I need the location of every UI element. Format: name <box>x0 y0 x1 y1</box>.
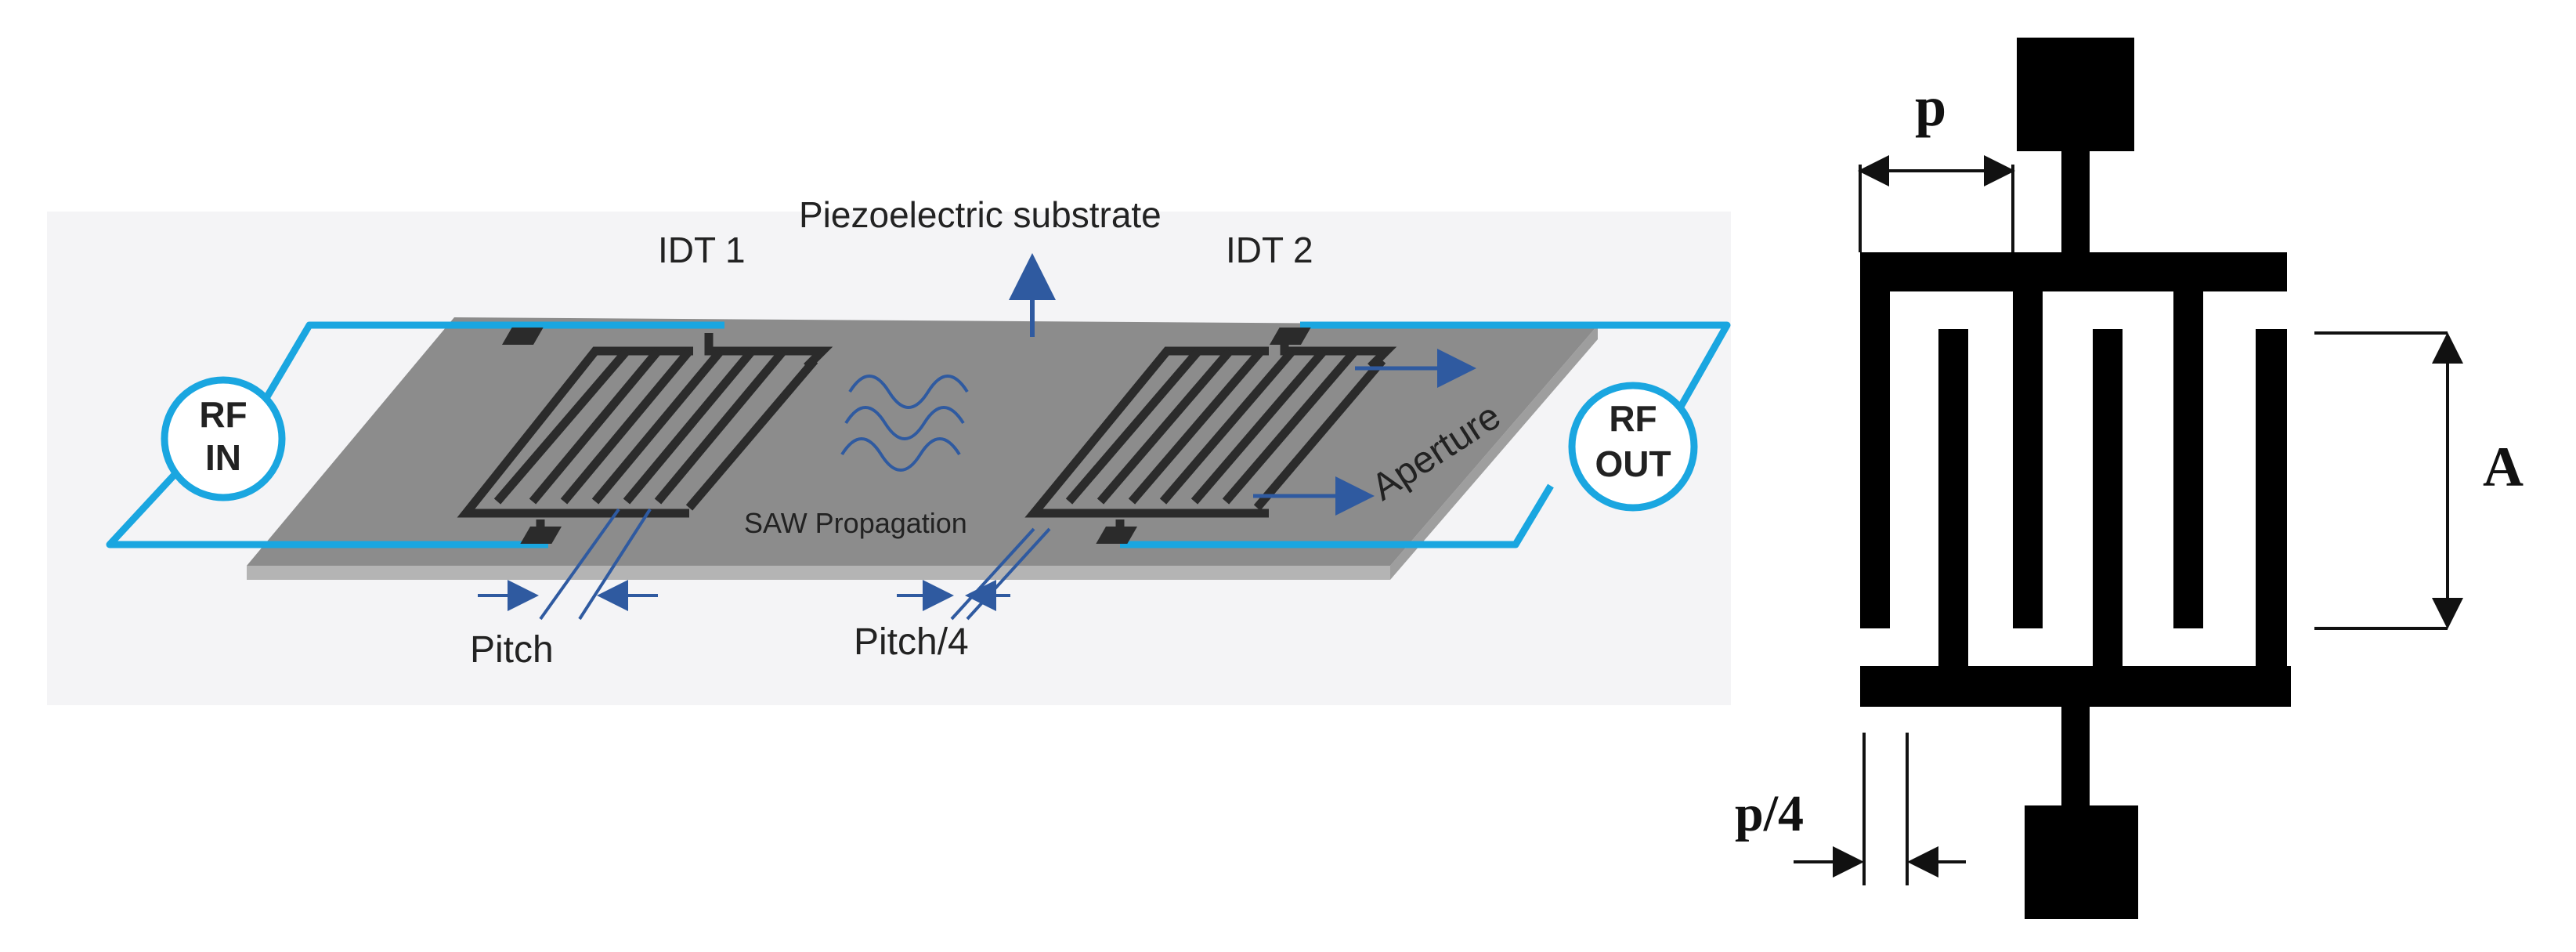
top-finger-2 <box>2013 291 2043 628</box>
idt2-bottom-pad <box>1096 527 1138 544</box>
right-idt-geometry: p A p/4 <box>1735 38 2524 919</box>
substrate-label: Piezoelectric substrate <box>799 194 1162 235</box>
top-contact-pad <box>2017 38 2134 151</box>
wire-rf-in-lower <box>106 465 548 548</box>
idt2-top-pad <box>1269 328 1311 345</box>
a-label: A <box>2483 436 2524 498</box>
idt1-top-pad <box>501 328 544 345</box>
rf-out-line1: RF <box>1609 398 1657 439</box>
p-label: p <box>1915 75 1946 138</box>
bottom-finger-1 <box>1938 329 1968 668</box>
bottom-stem <box>2061 705 2090 807</box>
rf-in-circle <box>161 376 286 501</box>
left-saw-schematic: RF IN RF OUT <box>47 194 1731 705</box>
pitch-label: Pitch <box>470 629 554 671</box>
wire-rf-in-upper <box>255 321 724 414</box>
idt2-electrodes <box>1024 333 1397 541</box>
wire-rf-out-lower <box>1120 483 1554 548</box>
pitch-annotation <box>478 508 658 621</box>
idt1-bottom-pad <box>520 527 562 544</box>
rf-in-line1: RF <box>199 394 247 435</box>
bottom-finger-2 <box>2093 329 2123 668</box>
p-dimension <box>1858 155 2015 252</box>
rf-out-port: RF OUT <box>1568 382 1698 512</box>
idt2-label: IDT 2 <box>1226 230 1313 270</box>
bottom-contact-pad <box>2025 805 2138 919</box>
substrate-side <box>247 566 1390 580</box>
top-busbar <box>1860 252 2287 291</box>
saw-waves <box>840 375 969 472</box>
bottom-busbar <box>1860 666 2291 707</box>
a-dimension <box>2314 331 2463 630</box>
rf-out-circle <box>1568 382 1698 512</box>
top-finger-1 <box>1860 291 1890 628</box>
bottom-finger-3 <box>2256 329 2287 668</box>
rf-out-line2: OUT <box>1595 443 1671 484</box>
idt1-label: IDT 1 <box>658 230 746 270</box>
rf-in-port: RF IN <box>161 376 286 501</box>
top-finger-3 <box>2173 291 2203 628</box>
p4-dimension <box>1794 733 1966 885</box>
pitch-quarter-annotation <box>897 527 1051 621</box>
rf-in-line2: IN <box>205 437 241 478</box>
p4-label: p/4 <box>1735 785 1804 842</box>
pitch-quarter-label: Pitch/4 <box>854 621 969 663</box>
substrate-right-edge <box>1390 325 1598 580</box>
top-stem <box>2061 149 2090 255</box>
saw-propagation-label: SAW Propagation <box>744 507 967 539</box>
idt1-electrodes <box>457 333 833 541</box>
